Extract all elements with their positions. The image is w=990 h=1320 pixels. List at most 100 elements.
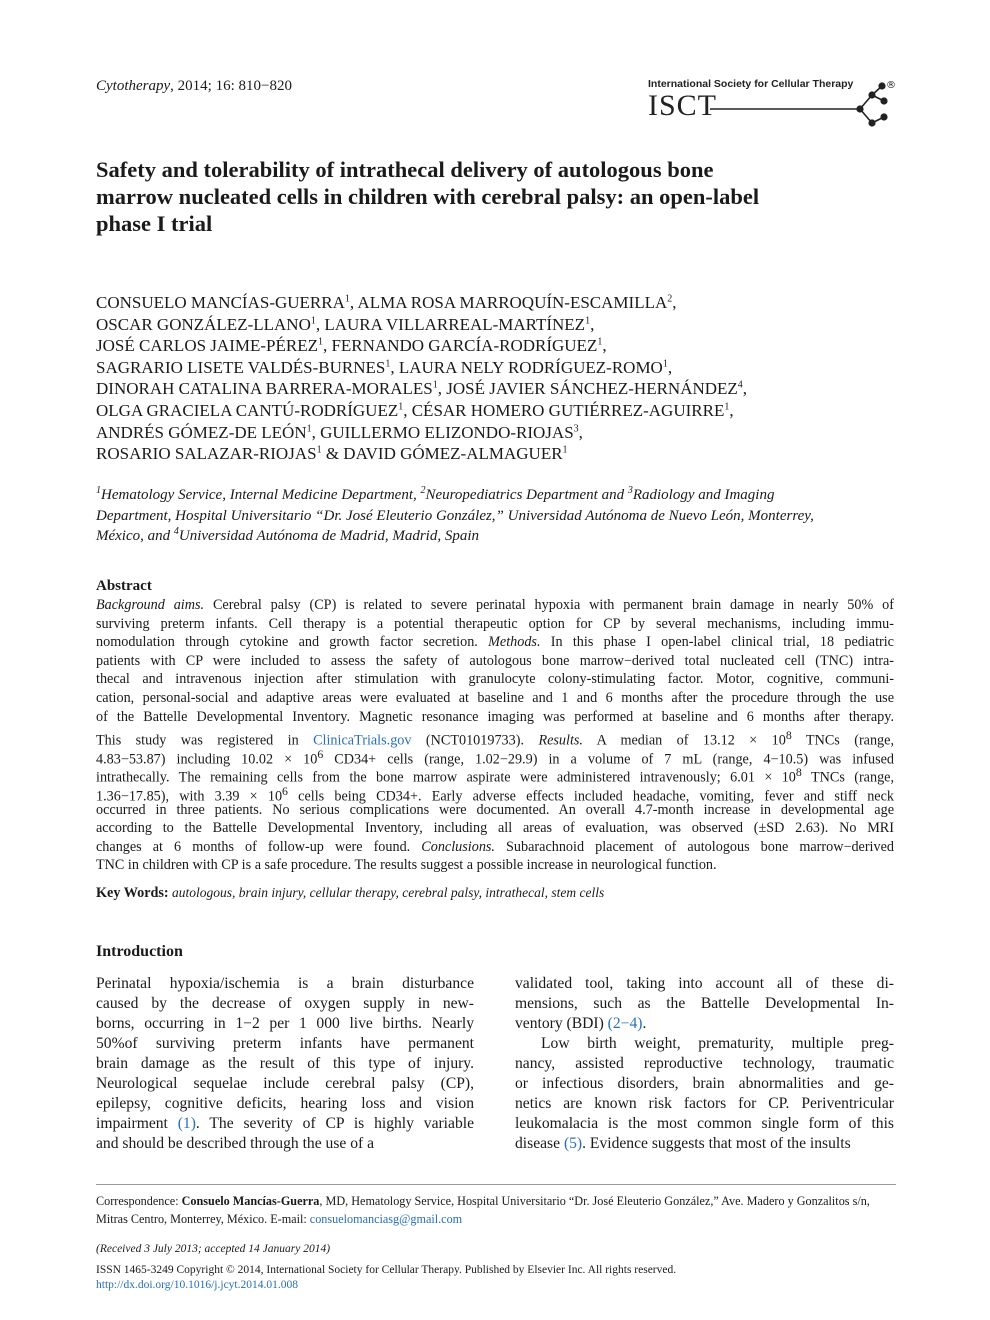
author-line: JOSÉ CARLOS JAIME-PÉREZ1, FERNANDO GARCÍ… <box>96 335 896 357</box>
body-line: Neurological sequelae include cerebral p… <box>96 1074 474 1094</box>
author-name: OSCAR GONZÁLEZ-LLANO <box>96 314 311 334</box>
body-line: netics are known risk factors for CP. Pe… <box>515 1094 894 1114</box>
registered-mark: ® <box>886 80 896 91</box>
isct-logo: International Society for Cellular Thera… <box>648 78 898 128</box>
reference-link[interactable]: (5) <box>563 1135 583 1152</box>
article-title: Safety and tolerability of intrathecal d… <box>96 156 896 237</box>
affiliation-text: Neuropediatrics Department and <box>425 487 628 503</box>
doi-link[interactable]: http://dx.doi.org/10.1016/j.jcyt.2014.01… <box>96 1278 298 1291</box>
body-line: Perinatal hypoxia/ischemia is a brain di… <box>96 974 474 994</box>
journal-volume-pages: , 2014; 16: 810−820 <box>170 78 292 94</box>
body-line: brain damage as the result of this type … <box>96 1054 474 1074</box>
keywords: Key Words: autologous, brain injury, cel… <box>96 885 604 902</box>
author-name: , JOSÉ JAVIER SÁNCHEZ-HERNÁNDEZ <box>437 379 738 399</box>
received-dates: (Received 3 July 2013; accepted 14 Janua… <box>96 1243 331 1255</box>
affiliation-text: México, and <box>96 528 174 544</box>
text-run: CD34+ cells (range, 1.02−29.9) in a volu… <box>323 751 894 768</box>
author-line: OLGA GRACIELA CANTÚ-RODRÍGUEZ1, CÉSAR HO… <box>96 400 896 422</box>
abstract-line: 4.83−53.87) including 10.02 × 106 CD34+ … <box>96 745 894 768</box>
affiliation-marker: 2 <box>667 293 673 305</box>
abstract-line: changes at 6 months of follow-up were fo… <box>96 838 894 857</box>
abstract-line: nomodulation through cytokine and growth… <box>96 633 894 652</box>
author-name: , <box>742 379 748 399</box>
superscript: 8 <box>785 728 792 743</box>
text-run: or infectious disorders, brain abnormali… <box>515 1075 894 1092</box>
text-run: validated tool, taking into account all … <box>515 975 894 992</box>
author-name: , LAURA NELY RODRÍGUEZ-ROMO <box>390 357 663 377</box>
body-line: caused by the decrease of oxygen supply … <box>96 994 474 1014</box>
section-label: Conclusions. <box>421 838 495 855</box>
text-run: Subarachnoid placement of autologous bon… <box>494 838 894 855</box>
superscript: 8 <box>795 765 802 780</box>
body-line: leukomalacia is the most common single f… <box>515 1114 894 1134</box>
abstract-line: This study was registered in ClinicaTria… <box>96 726 894 749</box>
author-name: , CÉSAR HOMERO GUTIÉRREZ-AGUIRRE <box>403 400 725 420</box>
text-run: This study was registered in <box>96 732 314 749</box>
affiliation-line: 1Hematology Service, Internal Medicine D… <box>96 485 896 506</box>
author-name: , <box>602 336 607 356</box>
text-run: mensions, such as the Battelle Developme… <box>515 995 894 1012</box>
text-run: Cerebral palsy (CP) is related to severe… <box>204 597 895 613</box>
correspondence-email-link[interactable]: consuelomanciasg@gmail.com <box>309 1211 463 1226</box>
affiliation-marker: 1 <box>316 444 322 456</box>
affiliation-marker: 1 <box>306 422 312 434</box>
affiliation-marker: 1 <box>310 314 316 326</box>
affiliation-marker: 1 <box>724 401 730 413</box>
author-name: CONSUELO MANCÍAS-GUERRA <box>96 293 345 312</box>
text-run: . <box>642 1015 647 1032</box>
author-name: , LAURA VILLARREAL-MARTÍNEZ <box>315 314 586 334</box>
body-line: borns, occurring in 1−2 per 1 000 live b… <box>96 1014 474 1034</box>
text-run: 1.36−17.85), with 3.39 × 10 <box>96 788 283 805</box>
body-line: Low birth weight, prematurity, multiple … <box>515 1034 894 1054</box>
copyright-block: ISSN 1465-3249 Copyright © 2014, Interna… <box>96 1263 676 1292</box>
text-run: leukomalacia is the most common single f… <box>515 1115 894 1132</box>
author-line: DINORAH CATALINA BARRERA-MORALES1, JOSÉ … <box>96 378 896 400</box>
text-run: surviving preterm infants. Cell therapy … <box>96 615 894 632</box>
text-run: brain damage as the result of this type … <box>96 1055 474 1072</box>
affiliation-text: Hematology Service, Internal Medicine De… <box>101 487 421 503</box>
body-column-left: Perinatal hypoxia/ischemia is a brain di… <box>96 974 474 1154</box>
isct-logo-top-text: International Society for Cellular Thera… <box>648 78 854 90</box>
isct-logo-abbrev: ISCT <box>648 89 718 122</box>
section-label: Background aims. <box>96 597 205 613</box>
body-column-right: validated tool, taking into account all … <box>515 974 894 1154</box>
body-line: or infectious disorders, brain abnormali… <box>515 1074 894 1094</box>
title-line: phase I trial <box>96 211 213 236</box>
author-name: , <box>729 400 734 420</box>
author-line: CONSUELO MANCÍAS-GUERRA1, ALMA ROSA MARR… <box>96 292 896 314</box>
abstract-line: Background aims. Cerebral palsy (CP) is … <box>96 596 894 615</box>
text-run: 4.83−53.87) including 10.02 × 10 <box>96 751 318 768</box>
abstract-line: TNC in children with CP is a safe proced… <box>96 856 894 875</box>
reference-link[interactable]: ClinicaTrials.gov <box>313 732 412 749</box>
affiliation-marker: 1 <box>597 336 603 348</box>
issn-copyright: ISSN 1465-3249 Copyright © 2014, Interna… <box>96 1264 677 1276</box>
affiliation-text: Radiology and Imaging <box>632 487 775 503</box>
text-run: impairment <box>96 1115 178 1132</box>
author-name: ANDRÉS GÓMEZ-DE LEÓN <box>96 422 307 442</box>
reference-link[interactable]: (1) <box>177 1115 196 1132</box>
body-line: 50%of surviving preterm infants have per… <box>96 1034 474 1054</box>
author-name: JOSÉ CARLOS JAIME-PÉREZ <box>96 336 318 356</box>
affiliation-marker: 1 <box>344 293 350 305</box>
author-name: , <box>667 357 673 377</box>
abstract-line: patients with CP were included to assess… <box>96 652 894 671</box>
affiliation-marker: 3 <box>573 422 579 434</box>
text-run: thecal and intravenous injection after s… <box>96 671 894 688</box>
text-run: Neurological sequelae include cerebral p… <box>96 1075 474 1092</box>
affiliation-marker: 1 <box>432 379 438 391</box>
author-name: & DAVID GÓMEZ-ALMAGUER <box>321 444 563 464</box>
affiliation-text: Department, Hospital Universitario “Dr. … <box>96 507 814 524</box>
author-name: , ALMA ROSA MARROQUÍN-ESCAMILLA <box>349 293 668 312</box>
text-run: nomodulation through cytokine and growth… <box>96 634 489 651</box>
body-line: epilepsy, cognitive deficits, hearing lo… <box>96 1094 474 1114</box>
abstract-line: cation, personal-social and adaptive are… <box>96 689 894 708</box>
text-run: . The severity of CP is highly variable <box>195 1115 474 1132</box>
abstract-line: according to the Battelle Developmental … <box>96 819 894 838</box>
author-line: ANDRÉS GÓMEZ-DE LEÓN1, GUILLERMO ELIZOND… <box>96 422 896 444</box>
correspondence-address-cont: Mitras Centro, Monterrey, México. E-mail… <box>96 1211 310 1226</box>
reference-link[interactable]: (2−4) <box>607 1015 643 1032</box>
affiliation-marker: 1 <box>385 358 391 370</box>
abstract-line: intrathecally. The remaining cells from … <box>96 763 894 786</box>
affiliation-marker: 1 <box>96 485 101 496</box>
affiliation-line: México, and 4Universidad Autónoma de Mad… <box>96 526 896 547</box>
